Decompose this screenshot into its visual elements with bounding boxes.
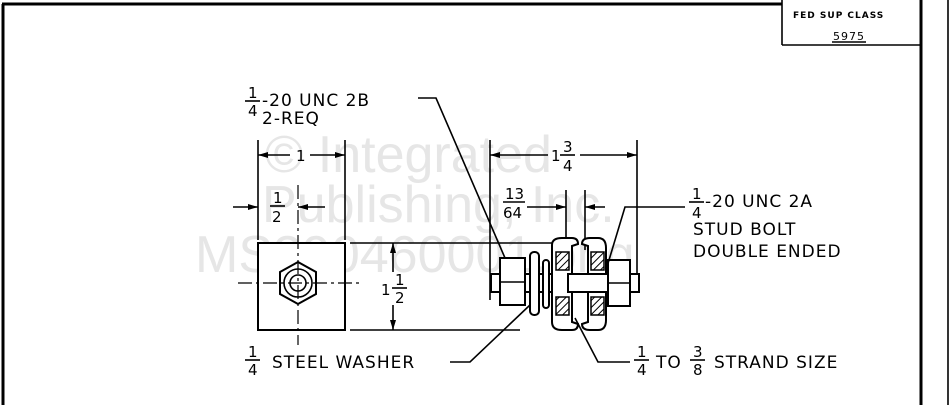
dimension-width: 1 xyxy=(257,140,346,240)
svg-text:1: 1 xyxy=(248,84,258,102)
svg-text:3: 3 xyxy=(563,138,573,156)
svg-text:1: 1 xyxy=(273,189,283,207)
svg-text:4: 4 xyxy=(692,204,702,222)
callout-steel-washer: 1 4 STEEL WASHER xyxy=(245,304,531,379)
clamp-assembly xyxy=(490,237,640,331)
svg-text:8: 8 xyxy=(693,361,703,379)
svg-text:2: 2 xyxy=(272,208,282,226)
dimension-half: 1 2 xyxy=(233,189,325,226)
svg-text:-20 UNC 2B: -20 UNC 2B xyxy=(262,91,370,111)
svg-text:3: 3 xyxy=(693,343,703,361)
svg-text:1: 1 xyxy=(692,185,702,203)
title-block-label: FED SUP CLASS xyxy=(793,11,884,21)
svg-text:1: 1 xyxy=(637,343,647,361)
callout-stud-bolt: 1 4 -20 UNC 2A STUD BOLT DOUBLE ENDED xyxy=(605,185,842,271)
svg-text:1: 1 xyxy=(296,147,306,165)
svg-text:1: 1 xyxy=(395,271,405,289)
svg-text:STRAND SIZE: STRAND SIZE xyxy=(714,353,838,373)
title-block-value: 5975 xyxy=(833,30,865,43)
callout-nut-thread: 1 4 -20 UNC 2B 2-REQ xyxy=(245,84,506,259)
dimension-height: 1 1 2 xyxy=(350,242,555,331)
end-view xyxy=(238,185,362,345)
svg-text:2: 2 xyxy=(395,289,405,307)
svg-text:2-REQ: 2-REQ xyxy=(262,109,320,129)
callout-strand-size: 1 4 TO 3 8 STRAND SIZE xyxy=(574,317,838,379)
svg-text:4: 4 xyxy=(248,102,258,120)
svg-text:1: 1 xyxy=(248,343,258,361)
svg-text:1: 1 xyxy=(551,147,561,165)
svg-text:13: 13 xyxy=(505,185,524,203)
svg-text:1: 1 xyxy=(381,281,391,299)
svg-text:TO: TO xyxy=(655,353,682,373)
svg-text:Publishing, Inc.: Publishing, Inc. xyxy=(262,176,615,234)
title-block: FED SUP CLASS 5975 xyxy=(793,11,884,43)
svg-text:-20 UNC 2A: -20 UNC 2A xyxy=(705,192,813,212)
svg-text:4: 4 xyxy=(248,361,258,379)
svg-text:4: 4 xyxy=(637,361,647,379)
svg-text:4: 4 xyxy=(563,157,573,175)
svg-text:STUD BOLT: STUD BOLT xyxy=(693,220,796,240)
svg-text:DOUBLE ENDED: DOUBLE ENDED xyxy=(693,242,842,262)
svg-text:STEEL WASHER: STEEL WASHER xyxy=(272,353,415,373)
svg-text:64: 64 xyxy=(503,204,522,222)
dimension-gap: 13 64 xyxy=(503,185,605,250)
